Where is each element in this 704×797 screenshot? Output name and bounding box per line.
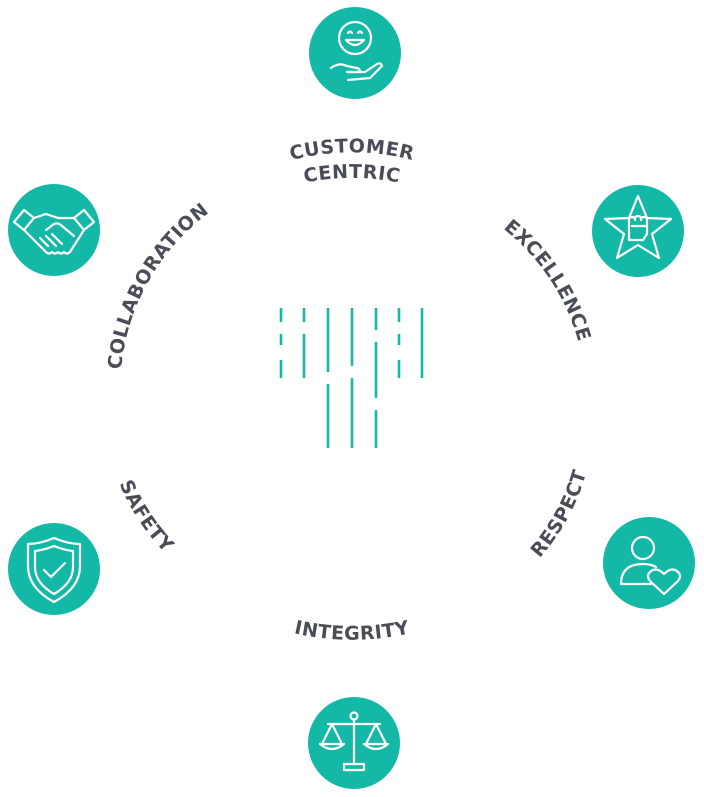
collaboration-node (8, 184, 100, 276)
center-logo-icon (279, 308, 424, 448)
label-safety: SAFETY (115, 477, 178, 557)
collaboration-circle (8, 184, 100, 276)
respect-node (603, 517, 695, 609)
label-customer-line2: CENTRIC (302, 161, 402, 188)
label-excellence: EXCELLENCE (500, 215, 595, 343)
shield-check-icon (26, 536, 82, 604)
excellence-node (592, 185, 684, 277)
label-respect: RESPECT (527, 467, 592, 561)
customer-centric-node (309, 7, 401, 99)
label-collaboration: COLLABORATION (104, 199, 213, 371)
label-customer-line1: CUSTOMER (287, 135, 416, 165)
excellence-circle (592, 185, 684, 277)
label-integrity: INTEGRITY (293, 617, 412, 645)
safety-node (8, 523, 100, 615)
scales-icon (318, 711, 390, 772)
handshake-icon (12, 208, 96, 255)
person-heart-icon (619, 535, 682, 596)
respect-circle (603, 517, 695, 609)
safety-circle (8, 523, 100, 615)
integrity-node (308, 697, 400, 789)
smile-hand-icon (329, 20, 384, 82)
star-fist-icon (603, 194, 673, 260)
